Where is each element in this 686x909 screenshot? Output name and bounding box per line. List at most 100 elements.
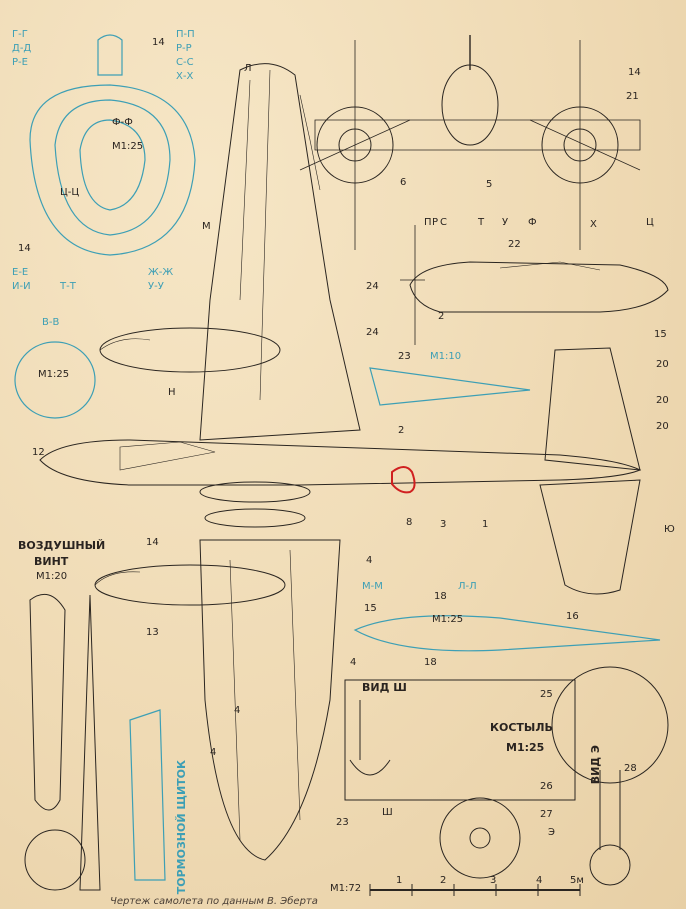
section-rib-m110 (369, 367, 531, 406)
part-number: 4 (210, 747, 217, 758)
scale-label: М1:25 (506, 741, 545, 754)
side-view (400, 225, 669, 345)
part-number: 25 (540, 689, 553, 700)
section-label: Т-Т (60, 281, 76, 292)
section-label: Ж-Ж (148, 267, 174, 278)
marker-letter: Н (168, 387, 176, 398)
part-number: 16 (566, 611, 579, 622)
part-number: 5 (486, 179, 493, 190)
front-view (299, 35, 641, 250)
nacelle-upper (99, 327, 281, 373)
section-bb (14, 341, 96, 419)
part-number: 12 (32, 447, 45, 458)
scale-label: М1:25 (38, 369, 70, 380)
section-mm-ll (353, 615, 661, 652)
tailplane-upper (544, 347, 641, 471)
scale-tick: 3 (490, 875, 497, 886)
part-number: 18 (424, 657, 437, 668)
part-number: 28 (624, 763, 637, 774)
part-number: 20 (656, 395, 669, 406)
section-label: С-С (176, 57, 194, 68)
scale-tick: 4 (536, 875, 543, 886)
propeller-drawing (24, 593, 101, 891)
scale-tick: 5м (570, 875, 584, 886)
part-number: 20 (656, 421, 669, 432)
part-number: 20 (656, 359, 669, 370)
marker-letter: Ю (664, 524, 675, 535)
section-label: Ф-Ф (112, 117, 133, 128)
scale-bar-label: М1:72 (330, 883, 362, 894)
part-number: 2 (398, 425, 405, 436)
part-number: 4 (366, 555, 373, 566)
brake-flap-label: ТОРМОЗНОЙ ЩИТОК (175, 760, 188, 895)
station-letter: У (502, 217, 509, 228)
view-sh-label: ВИД Ш (362, 681, 407, 694)
propeller-title-line2: ВИНТ (34, 555, 69, 568)
section-bb-label: В-В (42, 317, 60, 328)
section-label: П-П (176, 29, 195, 40)
section-label: Е-Е (12, 267, 29, 278)
nacelle-lower (94, 564, 286, 606)
caption: Чертеж самолета по данным В. Эберта (110, 896, 318, 907)
part-number: 18 (434, 591, 447, 602)
part-number: 26 (540, 781, 553, 792)
section-mm-label: М-М (362, 581, 383, 592)
part-number: 14 (628, 67, 641, 78)
part-number: 4 (234, 705, 241, 716)
scale-tick: 2 (440, 875, 447, 886)
part-number: 14 (152, 37, 165, 48)
propeller-title-line1: ВОЗДУШНЫЙ (18, 539, 106, 552)
part-number: 2 (438, 311, 445, 322)
tail-skid-label: КОСТЫЛЬ (490, 721, 553, 734)
fuselage (39, 439, 642, 486)
part-number: 14 (18, 243, 31, 254)
marker-letter: Ш (382, 807, 393, 818)
station-letter: Х (590, 219, 597, 230)
tailplane-lower (539, 479, 641, 595)
part-number: 15 (654, 329, 667, 340)
station-letter: П (424, 217, 432, 228)
scale-label: М1:10 (430, 351, 462, 362)
part-number: 3 (440, 519, 447, 530)
view-e-drawing (551, 666, 669, 886)
part-number: 14 (146, 537, 159, 548)
part-number: 24 (366, 327, 379, 338)
section-label: Д-Д (12, 43, 32, 54)
station-letter: Ф (528, 217, 537, 228)
section-label: И-И (12, 281, 31, 292)
part-number: 1 (482, 519, 489, 530)
section-label: У-У (148, 281, 164, 292)
section-label: Р-Р (176, 43, 192, 54)
section-label: Х-Х (176, 71, 194, 82)
section-ll-label: Л-Л (458, 581, 477, 592)
marker-letter: М (202, 221, 211, 232)
section-label: Ц-Ц (60, 187, 80, 198)
part-number: 27 (540, 809, 553, 820)
part-number: 6 (400, 177, 407, 188)
station-letter: Т (478, 217, 485, 228)
part-number: 23 (336, 817, 349, 828)
lower-wing (199, 539, 341, 861)
marker-letter: Э (548, 827, 555, 838)
scale-bar (369, 884, 581, 896)
station-letter: Ц (646, 217, 654, 228)
brake-flap-drawing (129, 709, 166, 881)
station-letter: Р (432, 217, 439, 228)
station-letter: С (440, 217, 447, 228)
part-number: 21 (626, 91, 639, 102)
scale-label: М1:25 (112, 141, 144, 152)
red-annotation-mark (391, 466, 416, 494)
section-label: Г-Г (12, 29, 28, 40)
scale-label: М1:20 (36, 571, 68, 582)
part-number: 15 (364, 603, 377, 614)
landing-gear-view (344, 679, 576, 879)
view-e-label: ВИД Э (589, 745, 602, 785)
part-number: 4 (350, 657, 357, 668)
part-number: 24 (366, 281, 379, 292)
part-number: 8 (406, 517, 413, 528)
scale-tick: 1 (396, 875, 403, 886)
upper-wing (199, 63, 361, 441)
scale-label: М1:25 (432, 614, 464, 625)
